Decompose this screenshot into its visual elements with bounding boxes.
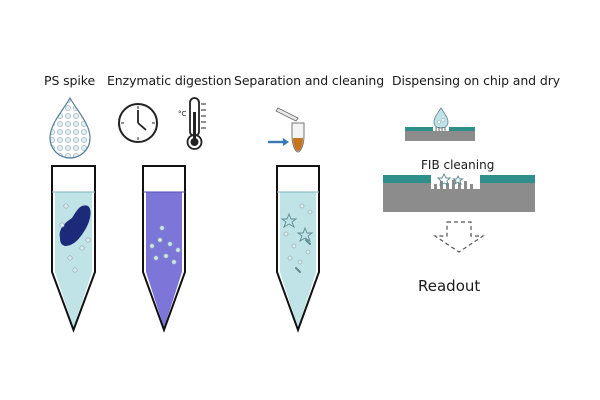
sample-tube-2 <box>142 165 186 333</box>
down-arrow-icon <box>433 221 485 253</box>
dispensed-droplet-icon <box>433 107 449 129</box>
step-label-ps-spike: PS spike <box>44 73 96 88</box>
sample-tube-1 <box>51 165 96 333</box>
step-label-dispensing: Dispensing on chip and dry <box>392 73 561 88</box>
transfer-arrow-icon <box>268 138 289 146</box>
sample-tube-3 <box>276 165 320 333</box>
step-label-enzymatic-digestion: Enzymatic digestion <box>107 73 232 88</box>
pipette-icon <box>275 107 299 122</box>
chip-fib-cleaning <box>383 172 535 212</box>
eppendorf-tube-icon <box>291 122 305 153</box>
svg-text:°C: °C <box>178 110 187 118</box>
droplet-with-beads-icon <box>49 96 91 159</box>
clock-icon <box>118 103 158 143</box>
fib-cleaning-label: FIB cleaning <box>421 158 495 172</box>
tissue-piece <box>59 205 91 246</box>
step-label-separation-cleaning: Separation and cleaning <box>234 73 385 88</box>
chip-dispensing <box>405 107 475 141</box>
thermometer-icon: °C <box>178 97 206 150</box>
readout-label: Readout <box>418 277 481 295</box>
